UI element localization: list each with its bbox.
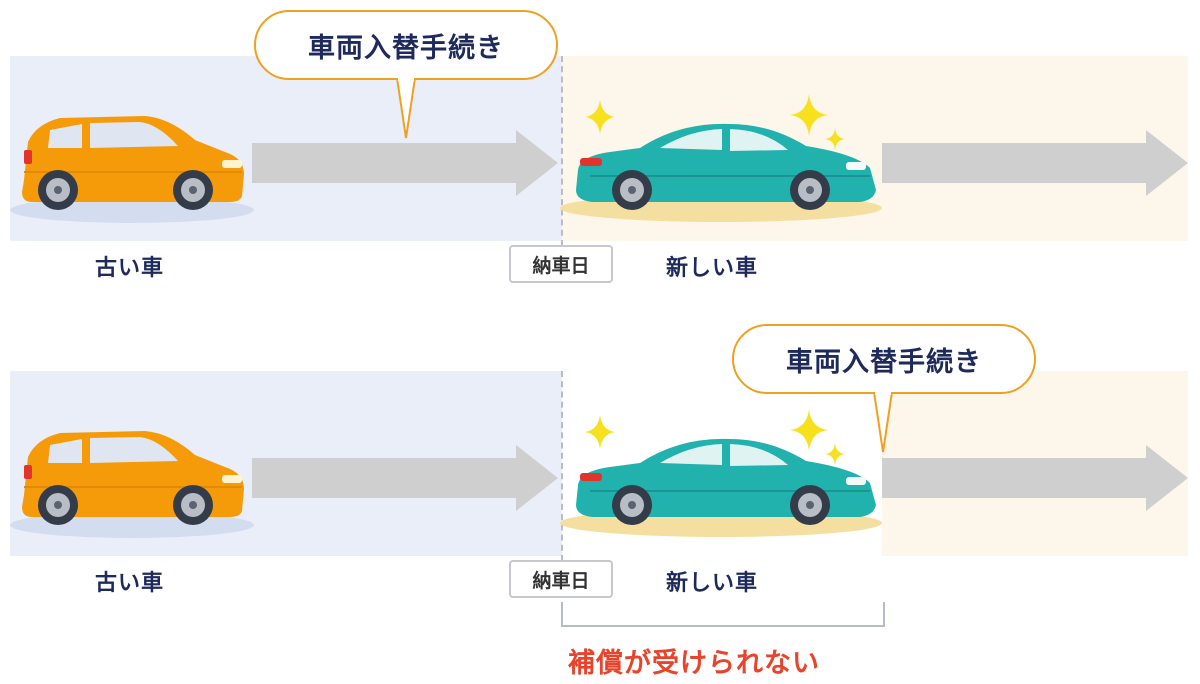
procedure-label: 車両入替手続き <box>308 32 504 64</box>
scenario-top: 車両入替手続き 古い車 納車日 新しい車 <box>0 0 1200 300</box>
no-coverage-warning: 補償が受けられない <box>568 648 820 679</box>
speech-bubble-tail <box>873 391 893 453</box>
sparkle-icon <box>790 409 828 451</box>
compact-hatchback-icon <box>10 431 254 538</box>
sparkle-icon <box>585 100 615 134</box>
delivery-date-divider <box>561 371 563 561</box>
sparkle-icon <box>790 94 828 136</box>
speech-bubble-tail <box>396 77 416 139</box>
procedure-speech-bubble: 車両入替手続き <box>732 324 1036 394</box>
sedan-icon <box>560 123 882 222</box>
sparkle-icon <box>825 128 845 150</box>
sparkle-icon <box>585 415 615 449</box>
delivery-date-badge: 納車日 <box>509 245 613 283</box>
new-car-label: 新しい車 <box>666 571 759 596</box>
progress-arrow <box>882 130 1188 196</box>
delivery-date-label: 納車日 <box>532 254 590 277</box>
delivery-date-badge: 納車日 <box>509 560 613 598</box>
procedure-speech-bubble: 車両入替手続き <box>254 10 558 80</box>
progress-arrow <box>252 130 558 196</box>
sparkle-icon <box>825 443 845 465</box>
uncovered-period-bracket <box>561 602 885 627</box>
progress-arrow <box>882 445 1188 511</box>
old-car-label: 古い車 <box>95 256 165 281</box>
scenario-bottom: 車両入替手続き 古い車 納車日 新しい車 補償が受けられない <box>0 315 1200 679</box>
sedan-icon <box>560 438 882 537</box>
delivery-date-label: 納車日 <box>532 569 590 592</box>
old-car-label: 古い車 <box>95 571 165 596</box>
compact-hatchback-icon <box>10 116 254 223</box>
new-car-label: 新しい車 <box>666 256 759 281</box>
delivery-date-divider <box>561 56 563 246</box>
progress-arrow <box>252 445 558 511</box>
procedure-label: 車両入替手続き <box>786 346 982 378</box>
